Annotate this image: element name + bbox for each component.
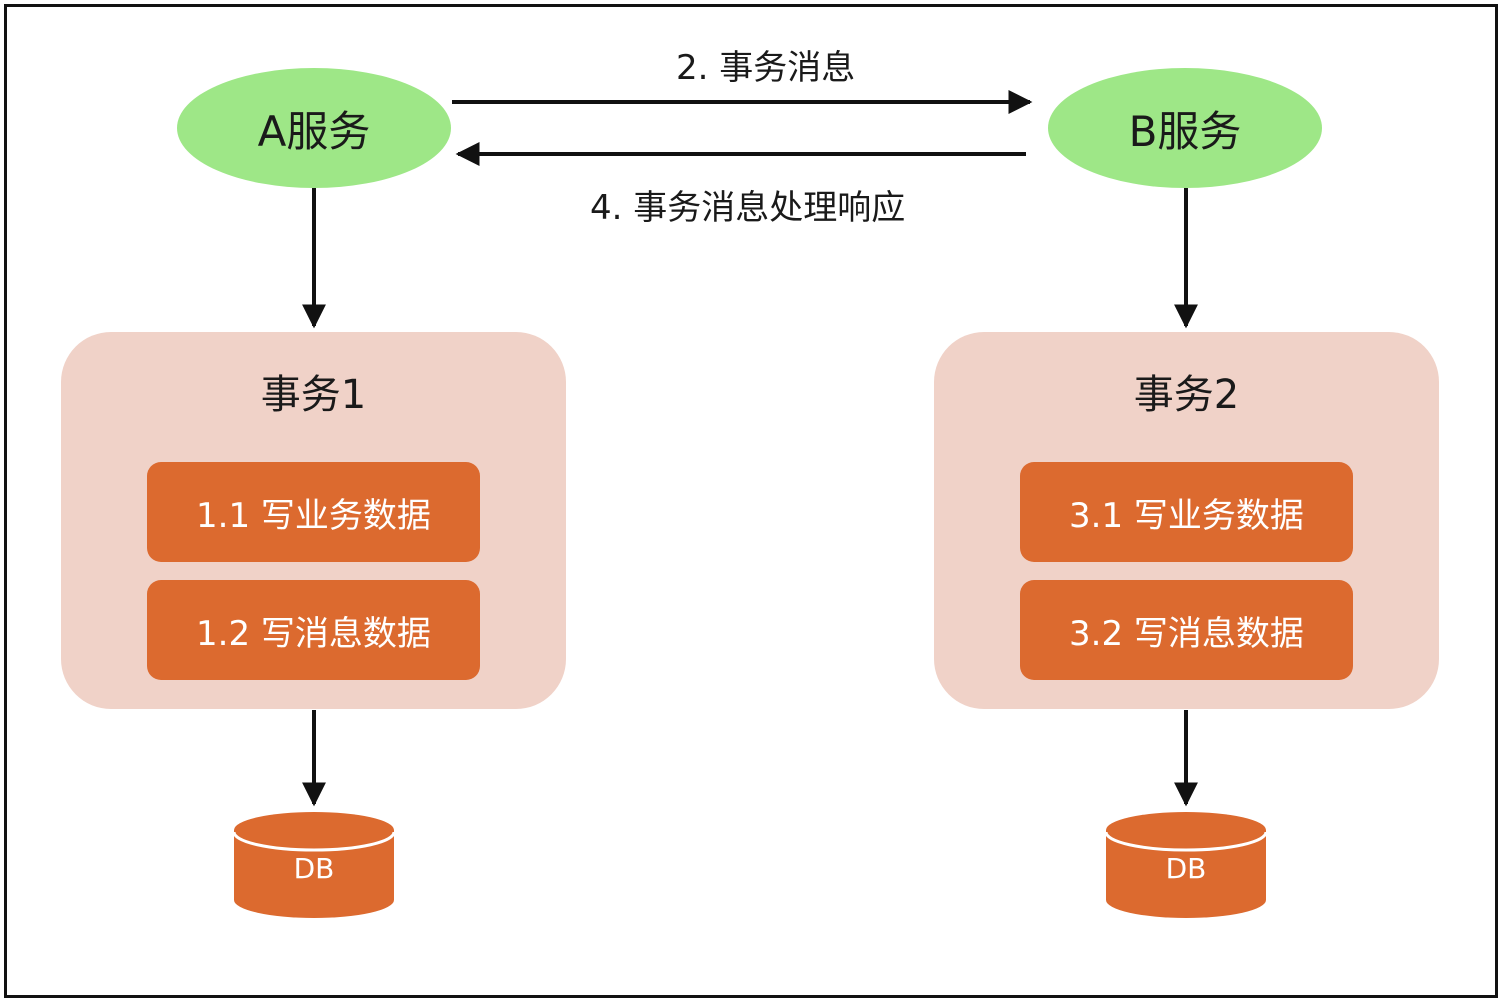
transaction-1-title: 事务1 — [260, 372, 367, 418]
database-1: DB — [231, 808, 397, 920]
transaction-2-step-2: 3.2 写消息数据 — [1020, 580, 1353, 680]
transaction-2-step-1: 3.1 写业务数据 — [1020, 462, 1353, 562]
service-b-node: B服务 — [1048, 68, 1322, 188]
transaction-1-group: 事务1 1.1 写业务数据 1.2 写消息数据 — [61, 332, 566, 709]
transaction-2-group: 事务2 3.1 写业务数据 3.2 写消息数据 — [934, 332, 1439, 709]
database-2: DB — [1103, 808, 1269, 920]
transaction-1-step-1: 1.1 写业务数据 — [147, 462, 480, 562]
database-icon — [232, 812, 396, 918]
message-send-label: 2. 事务消息 — [676, 48, 856, 88]
database-1-label: DB — [293, 852, 335, 885]
transaction-1-step-2: 1.2 写消息数据 — [147, 580, 480, 680]
message-response-label: 4. 事务消息处理响应 — [590, 188, 906, 228]
transaction-2-title: 事务2 — [1133, 372, 1240, 418]
service-a-node: A服务 — [177, 68, 451, 188]
service-b-label: B服务 — [1128, 106, 1242, 156]
database-icon — [1104, 812, 1268, 918]
database-2-label: DB — [1165, 852, 1207, 885]
service-a-label: A服务 — [257, 106, 371, 156]
